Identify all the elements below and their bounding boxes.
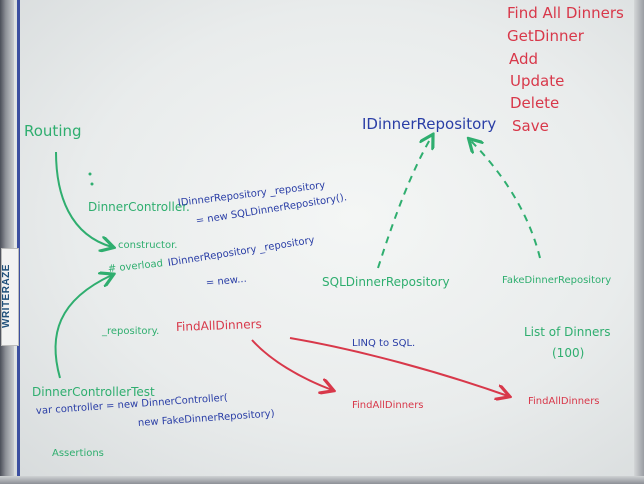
linq-to-sql-label: LINQ to SQL. (352, 338, 416, 349)
constructor-label: constructor. (118, 240, 178, 251)
fake-find-all-label: FindAllDinners (528, 396, 600, 407)
dinner-count-label: (100) (552, 346, 585, 360)
arrow-find-to-fake (289, 337, 508, 396)
controller-test-label: DinnerControllerTest (32, 385, 155, 399)
repository-call-label: _repository. (102, 326, 160, 337)
interface-label: IDinnerRepository (362, 115, 497, 133)
method-save: Save (512, 117, 549, 135)
list-of-dinners-label: List of Dinners (524, 325, 611, 339)
dinner-controller-label: DinnerController. (88, 200, 190, 214)
whiteboard-frame-left (0, 0, 14, 484)
whiteboard-frame-blue-edge (17, 0, 20, 484)
sql-repository-label: SQLDinnerRepository (322, 275, 450, 289)
find-all-main-label: FindAllDinners (175, 317, 263, 334)
sql-find-all-label: FindAllDinners (352, 400, 424, 411)
method-delete: Delete (510, 94, 560, 112)
method-update: Update (510, 72, 565, 90)
arrow-fake-to-interface (470, 140, 541, 259)
assertions-label: Assertions (52, 448, 104, 459)
arrow-test-to-overload (54, 275, 112, 379)
method-find-all-dinners: Find All Dinners (507, 4, 624, 22)
whiteboard-frame-bottom (0, 476, 644, 484)
arrow-routing-to-constructor (55, 151, 112, 247)
brand-logo-tag: WRITERAZE (1, 248, 19, 346)
marker-dot (90, 182, 94, 186)
arrow-find-to-sql (251, 339, 332, 390)
fake-repository-label: FakeDinnerRepository (502, 275, 612, 286)
whiteboard-frame-right (634, 0, 644, 484)
method-get-dinner: GetDinner (507, 27, 584, 45)
marker-dot (88, 172, 92, 176)
method-add: Add (509, 50, 539, 68)
arrow-sql-to-interface (377, 136, 432, 269)
routing-label: Routing (24, 122, 82, 140)
